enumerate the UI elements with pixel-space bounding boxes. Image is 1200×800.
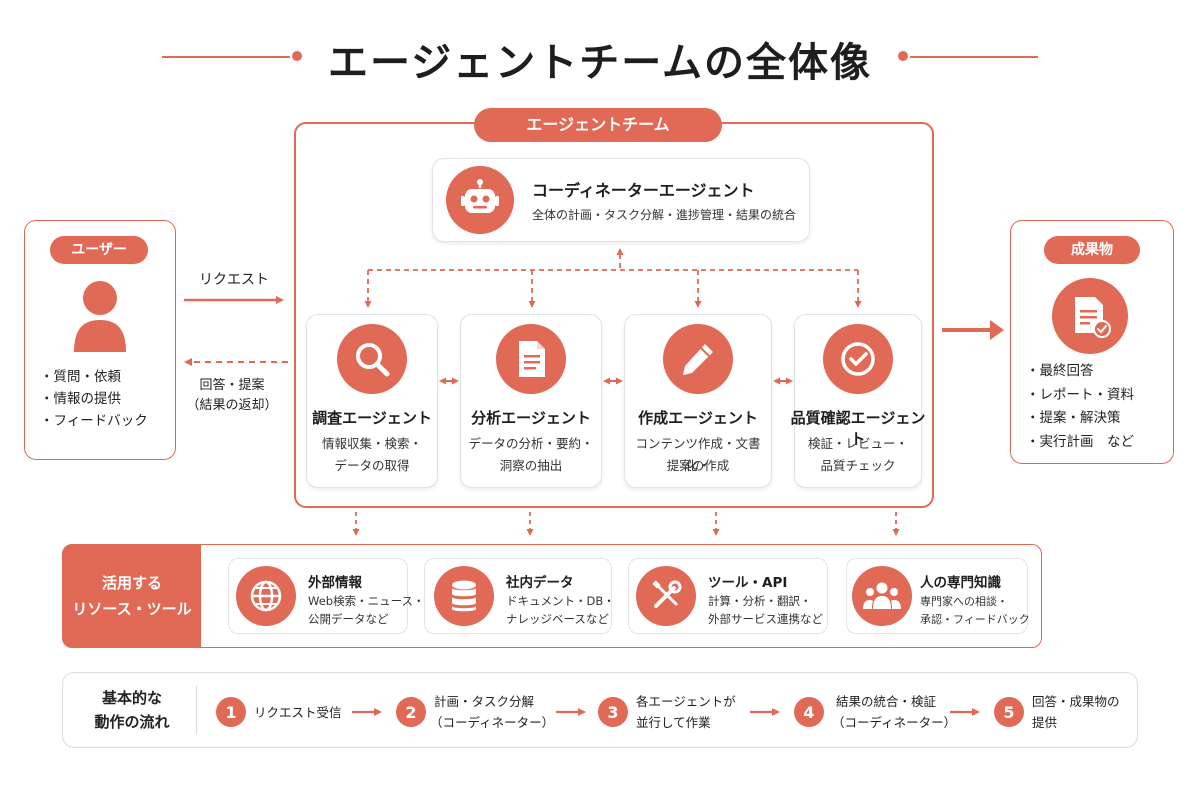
resources-head: 活用する リソース・ツール: [63, 545, 201, 647]
step-text-line2: 提供: [1032, 715, 1058, 730]
output-item: 実行計画 など: [1026, 431, 1135, 455]
agent-desc-line1: データの分析・要約・: [468, 436, 594, 451]
person-icon: [70, 278, 130, 354]
agent-desc-line1: 情報収集・検索・: [321, 436, 422, 451]
request-label: リクエスト: [199, 272, 269, 288]
people-icon: [852, 566, 912, 626]
step-text-line1: 回答・成果物の: [1032, 694, 1120, 709]
agent-title: 調査エージェント: [312, 409, 432, 427]
reply-label-line1: 回答・提案: [199, 378, 265, 393]
robot-icon: [446, 166, 514, 234]
steps-head: 基本的な 動作の流れ: [80, 686, 184, 734]
step-number: 3: [598, 697, 628, 727]
resource-desc-line1: Web検索・ニュース・: [308, 594, 425, 608]
resource-desc-line2: 承認・フィードバック: [920, 613, 1030, 626]
resource-desc-line2: ナレッジベースなど: [506, 612, 609, 626]
resource-desc-line1: 計算・分析・翻訳・: [708, 594, 812, 608]
title-dot-right: [898, 51, 908, 61]
magnifier-icon: [337, 324, 407, 394]
output-arrow-head: [990, 320, 1004, 340]
user-label: ユーザー: [50, 236, 148, 264]
step-text-line2: （コーディネーター）: [430, 715, 555, 730]
step-number: 5: [994, 697, 1024, 727]
step-text-line2: （コーディネーター）: [832, 715, 957, 730]
user-items: 質問・依頼 情報の提供 フィードバック: [40, 366, 148, 432]
database-icon: [434, 566, 494, 626]
resource-desc-line2: 外部サービス連携など: [708, 612, 823, 626]
resources-head-line2: リソース・ツール: [72, 600, 192, 618]
agent-desc-line2: 提案の作成: [666, 458, 730, 473]
user-item: 質問・依頼: [40, 366, 148, 388]
step-text-line1: 各エージェントが: [636, 694, 736, 709]
coordinator-title: コーディネーターエージェント: [532, 181, 755, 200]
reply-label-line2: （結果の返却）: [186, 398, 278, 413]
step-text-line1: 計画・タスク分解: [434, 694, 535, 709]
agent-title: 作成エージェント: [638, 409, 758, 427]
user-item: フィードバック: [40, 410, 148, 432]
agent-desc-line1: コンテンツ作成・文書化・: [635, 436, 761, 473]
title-rule-right: [910, 56, 1038, 58]
globe-icon: [236, 566, 296, 626]
step-number: 4: [794, 697, 824, 727]
agent-desc-line1: 検証・レビュー・: [807, 436, 908, 451]
output-item: 最終回答: [1026, 360, 1134, 384]
page-title: エージェントチームの全体像: [328, 40, 872, 86]
agent-title: 分析エージェント: [471, 409, 591, 427]
agent-team-label: エージェントチーム: [474, 108, 722, 142]
resource-title: ツール・API: [708, 575, 788, 591]
check-circle-icon: [823, 324, 893, 394]
step-text-line1: リクエスト受信: [254, 705, 342, 720]
resource-title: 外部情報: [308, 575, 362, 591]
resource-desc-line2: 公開データなど: [308, 612, 389, 626]
tools-icon: [636, 566, 696, 626]
output-item: レポート・資料: [1026, 384, 1135, 408]
steps-head-line2: 動作の流れ: [94, 713, 170, 731]
report-check-icon: [1052, 278, 1128, 354]
document-icon: [496, 324, 566, 394]
step-number: 2: [396, 697, 426, 727]
title-dot-left: [292, 51, 302, 61]
step-number: 1: [216, 697, 246, 727]
steps-divider: [196, 686, 197, 734]
agent-desc-line2: 品質チェック: [820, 458, 896, 473]
coordinator-desc: 全体の計画・タスク分解・進捗管理・結果の統合: [532, 208, 797, 222]
resources-head-line1: 活用する: [101, 574, 162, 592]
agent-desc-line2: データの取得: [334, 458, 410, 473]
resource-title: 社内データ: [506, 575, 574, 591]
output-items: 最終回答 レポート・資料 提案・解決策 実行計画 など: [1026, 360, 1135, 455]
step-text-line1: 結果の統合・検証: [836, 694, 937, 709]
resource-desc-line1: 専門家への相談・: [920, 595, 1008, 608]
output-label: 成果物: [1044, 236, 1140, 264]
step-text-line2: 並行して作業: [636, 715, 711, 730]
agent-title: 品質確認エージェント: [790, 409, 926, 448]
resource-desc-line1: ドキュメント・DB・: [506, 594, 615, 608]
resource-title: 人の専門知識: [920, 575, 1001, 591]
user-item: 情報の提供: [40, 388, 148, 410]
agent-desc-line2: 洞察の抽出: [499, 458, 563, 473]
steps-head-line1: 基本的な: [101, 689, 162, 707]
output-item: 提案・解決策: [1026, 407, 1134, 431]
agent-card-creation: [624, 314, 772, 488]
pencil-icon: [663, 324, 733, 394]
title-rule-left: [162, 56, 290, 58]
